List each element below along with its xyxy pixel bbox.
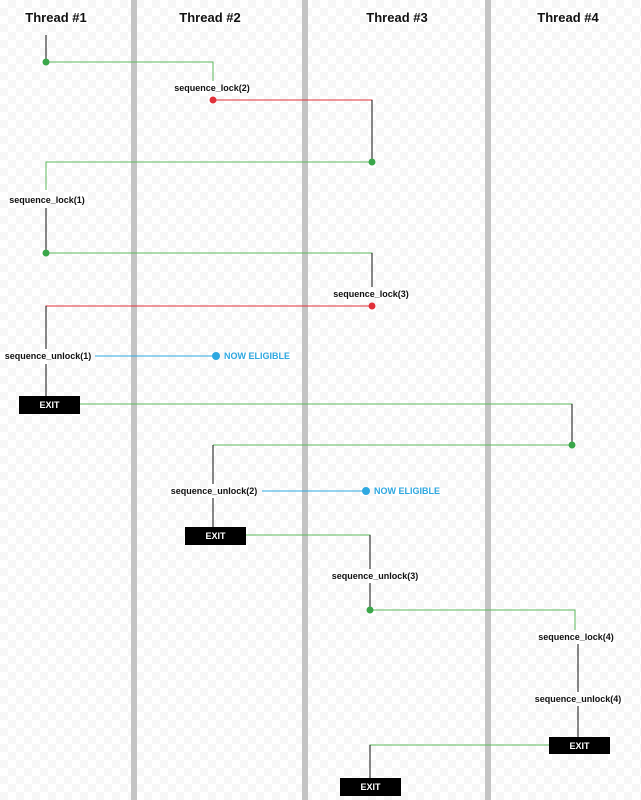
grant-connector [45,161,372,190]
exit-box-thread1: EXIT [19,396,80,414]
wait-dot [368,302,376,310]
grant-connector [46,61,214,81]
eligible-dot [362,487,370,495]
grant-dot [42,58,50,66]
wait-dot [209,96,217,104]
op-label-lock2: sequence_lock(2) [174,83,250,93]
op-label-unlock3: sequence_unlock(3) [331,571,419,581]
op-label-lock3: sequence_lock(3) [333,289,409,299]
grant-dot [366,606,374,614]
thread-title-3: Thread #3 [366,10,428,25]
lane-divider-2-3 [302,0,308,800]
grant-dot [42,249,50,257]
wait-connector [45,305,372,349]
op-label-unlock1: sequence_unlock(1) [4,351,92,361]
now-eligible-label-1: NOW ELIGIBLE [224,351,290,361]
grant-dot [568,441,576,449]
thread-title-2: Thread #2 [179,10,241,25]
wait-connector [213,99,373,162]
grant-dot [368,158,376,166]
lane-divider-1-2 [131,0,137,800]
grant-connector [46,252,373,287]
now-eligible-label-2: NOW ELIGIBLE [374,486,440,496]
thread-title-4: Thread #4 [537,10,599,25]
op-label-unlock2: sequence_unlock(2) [170,486,258,496]
op-label-unlock4: sequence_unlock(4) [534,694,622,704]
op-label-lock1: sequence_lock(1) [9,195,85,205]
grant-connector [246,534,371,569]
exit-box-thread3: EXIT [340,778,401,796]
eligible-dot [212,352,220,360]
lane-divider-3-4 [485,0,491,800]
grant-connector [370,609,576,630]
exit-box-thread4: EXIT [549,737,610,754]
op-label-lock4: sequence_lock(4) [538,632,614,642]
exit-box-thread2: EXIT [185,527,246,545]
thread-title-1: Thread #1 [25,10,87,25]
grant-connector [80,403,573,445]
grant-connector [369,744,549,778]
